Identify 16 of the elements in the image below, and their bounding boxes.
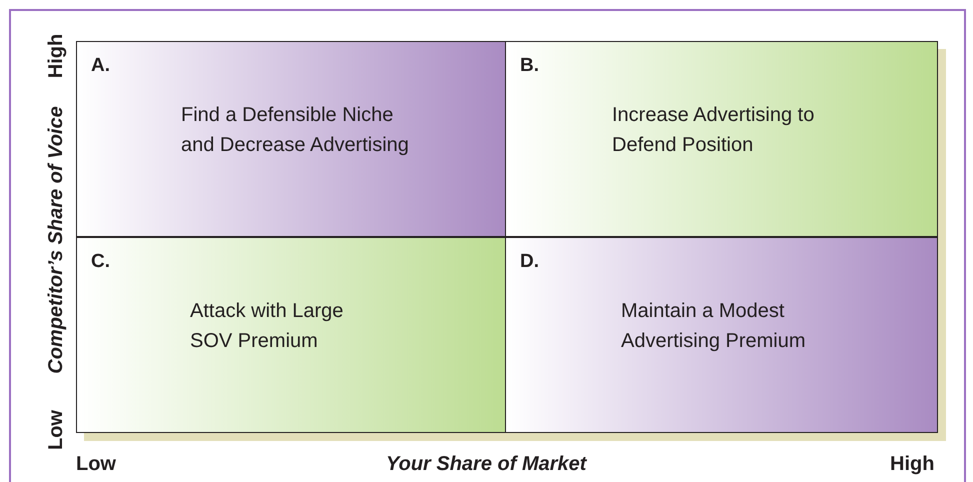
quadrant-text: Maintain a Modest Advertising Premium bbox=[621, 299, 807, 354]
quadrant-text: Attack with Large SOV Premium bbox=[190, 299, 344, 354]
quadrant-text: Increase Advertising to Defend Position bbox=[612, 103, 816, 158]
axis-title: Your Share of Market bbox=[386, 452, 586, 476]
axis-title: Competitor’s Share of Voice bbox=[44, 106, 68, 374]
quadrant-box bbox=[505, 41, 938, 237]
axis-label: Low bbox=[44, 410, 68, 450]
quadrant-text: Find a Defensible Niche and Decrease Advertising bbox=[181, 103, 410, 158]
axis-label: High bbox=[44, 34, 68, 78]
axis-label: High bbox=[890, 452, 934, 476]
quadrant-letter: C. bbox=[91, 250, 110, 274]
axis-label: Low bbox=[76, 452, 116, 476]
quadrant-letter: B. bbox=[520, 54, 539, 78]
quadrant-letter: D. bbox=[520, 250, 539, 274]
quadrant-box bbox=[505, 237, 938, 433]
quadrant-letter: A. bbox=[91, 54, 110, 78]
